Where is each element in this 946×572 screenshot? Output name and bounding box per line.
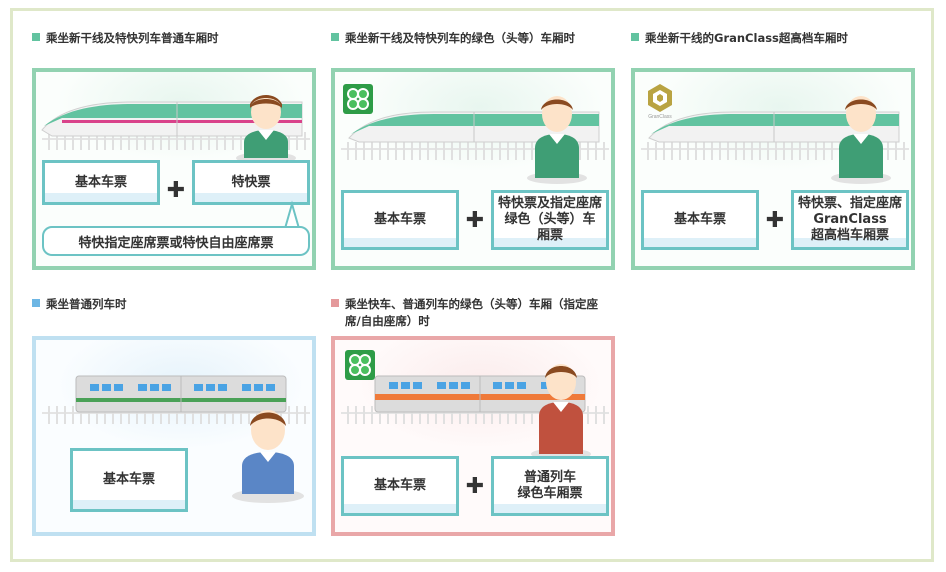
green-car-ticket-box: 特快票及指定座席绿色（头等）车厢票 (491, 190, 609, 250)
bullet-square (331, 33, 339, 41)
section-caption: 乘坐新干线的GranClass超高档车厢时 (631, 30, 848, 47)
basic-ticket-box: 基本车票 (641, 190, 759, 250)
section-caption: 乘坐快车、普通列车的绿色（头等）车厢（指定座 席/自由座席）时 (331, 296, 631, 330)
section-caption: 乘坐普通列车时 (32, 296, 127, 313)
bullet-square (331, 299, 339, 307)
express-seat-note: 特快指定座席票或特快自由座席票 (42, 226, 310, 256)
local-train-icon (75, 375, 287, 413)
basic-ticket-box: 基本车票 (341, 190, 459, 250)
granclass-logo-text: GranClass (648, 114, 672, 120)
granclass-icon: GranClass (648, 84, 672, 120)
panel-shinkansen-regular: 基本车票 ✚ 特快票 特快指定座席票或特快自由座席票 (32, 68, 316, 270)
person-icon (831, 96, 891, 184)
panel-local-train: 基本车票 (32, 336, 316, 536)
plus-icon: ✚ (166, 178, 186, 203)
clover-icon (345, 350, 375, 380)
panel-shinkansen-green: 基本车票 ✚ 特快票及指定座席绿色（头等）车厢票 (331, 68, 615, 270)
plus-icon: ✚ (465, 208, 485, 233)
rapid-train-icon (374, 375, 586, 413)
shinkansen-train-icon (648, 111, 900, 143)
basic-ticket-box: 基本车票 (70, 448, 188, 512)
person-icon (232, 410, 304, 503)
person-icon (236, 95, 296, 164)
person-icon (531, 364, 591, 460)
person-icon (527, 96, 587, 184)
local-green-ticket-box: 普通列车绿色车厢票 (491, 456, 609, 516)
section-caption: 乘坐新干线及特快列车的绿色（头等）车厢时 (331, 30, 575, 47)
express-ticket-box: 特快票 (192, 160, 310, 205)
clover-icon (343, 84, 373, 114)
bullet-square (631, 33, 639, 41)
basic-ticket-box: 基本车票 (341, 456, 459, 516)
basic-ticket-box: 基本车票 (42, 160, 160, 205)
panel-rapid-green: 基本车票 ✚ 普通列车绿色车厢票 (331, 336, 615, 536)
shinkansen-train-icon (41, 101, 303, 137)
shinkansen-train-icon (348, 111, 600, 143)
bullet-square (32, 299, 40, 307)
bullet-square (32, 33, 40, 41)
plus-icon: ✚ (765, 208, 785, 233)
plus-icon: ✚ (465, 474, 485, 499)
section-caption: 乘坐新干线及特快列车普通车厢时 (32, 30, 219, 47)
